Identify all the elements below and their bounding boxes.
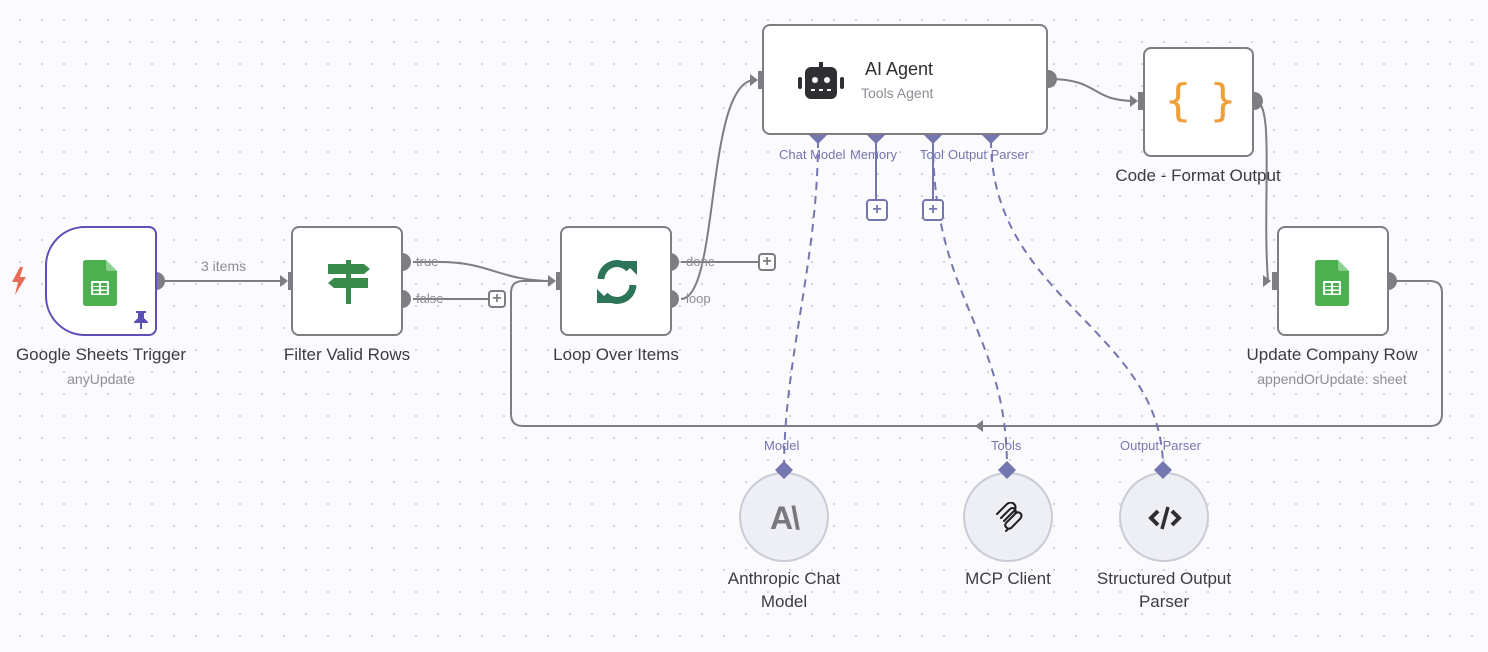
sub-port-output-parser[interactable] (1153, 460, 1173, 480)
node-title-mcp: MCP Client (965, 569, 1051, 588)
google-sheets-icon (83, 260, 117, 306)
node-title-parser-line2: Parser (1138, 592, 1190, 611)
google-sheets-icon (1315, 260, 1349, 306)
node-anthropic-chat-model[interactable]: A\ (739, 472, 829, 562)
output-label-true: true (416, 254, 439, 269)
node-title-filter: Filter Valid Rows (283, 345, 411, 364)
mcp-icon (996, 502, 1023, 532)
node-google-sheets-trigger[interactable] (45, 226, 157, 336)
node-subtitle-trigger: anyUpdate (67, 371, 135, 387)
add-tool-button[interactable]: + (922, 199, 944, 221)
ai-input-label-memory: Memory (850, 147, 897, 162)
node-title-code: Code - Format Output (1115, 166, 1281, 185)
input-handle-code[interactable] (1138, 92, 1146, 110)
ai-edge-tools[interactable] (932, 139, 1008, 469)
node-title-loop: Loop Over Items (553, 345, 679, 364)
node-structured-output-parser[interactable] (1119, 472, 1209, 562)
node-title-anthropic-line1: Anthropic Chat (727, 569, 841, 588)
sub-port-label-model: Model (764, 438, 800, 453)
sub-port-tools[interactable] (997, 460, 1017, 480)
node-loop-over-items[interactable] (560, 226, 672, 336)
code-braces-icon: { } (1164, 75, 1236, 126)
output-label-loop: loop (686, 291, 711, 306)
node-title-anthropic-line2: Model (760, 592, 808, 611)
edge-loop-agent[interactable] (680, 79, 756, 300)
node-ai-agent[interactable]: AI Agent Tools Agent (762, 24, 1048, 135)
node-mcp-client[interactable] (963, 472, 1053, 562)
edge-agent-code[interactable] (1048, 78, 1136, 102)
ai-input-label-output-parser: Output Parser (948, 147, 1029, 162)
edge-arrow (1130, 95, 1138, 107)
edge-arrow (975, 420, 983, 432)
pin-icon (134, 311, 148, 329)
node-subtitle-agent: Tools Agent (861, 85, 934, 101)
ai-edge-parser[interactable] (990, 139, 1164, 469)
sub-port-label-tools: Tools (991, 438, 1022, 453)
node-update-company-row[interactable] (1277, 226, 1389, 336)
signpost-icon (328, 260, 370, 304)
trigger-bolt-icon (12, 267, 26, 295)
edge-arrow (750, 74, 758, 86)
code-tag-icon (1148, 506, 1182, 530)
refresh-icon (597, 260, 637, 304)
node-code-format-output[interactable]: { } (1143, 47, 1254, 157)
node-filter-valid-rows[interactable] (291, 226, 403, 336)
add-node-after-done-button[interactable]: + (758, 253, 776, 271)
sub-port-model[interactable] (774, 460, 794, 480)
edge-arrow (280, 275, 288, 287)
sub-port-label-output-parser: Output Parser (1120, 438, 1201, 453)
input-handle-update[interactable] (1272, 272, 1280, 290)
ai-input-label-tool: Tool (920, 147, 944, 162)
edge-label-items-count: 3 items (201, 258, 247, 274)
edge-arrow (1263, 275, 1271, 287)
node-title-trigger: Google Sheets Trigger (15, 345, 187, 364)
output-label-done: done (686, 254, 715, 269)
node-subtitle-update: appendOrUpdate: sheet (1257, 371, 1407, 387)
add-memory-button[interactable]: + (866, 199, 888, 221)
output-label-false: false (416, 291, 444, 306)
ai-input-label-chat-model: Chat Model (779, 147, 846, 162)
node-title-agent: AI Agent (865, 59, 934, 79)
edge-code-update[interactable] (1254, 100, 1269, 282)
node-title-parser-line1: Structured Output (1096, 569, 1232, 588)
robot-icon (798, 62, 844, 99)
ai-edge-model[interactable] (783, 139, 819, 469)
add-node-after-false-button[interactable]: + (488, 290, 506, 308)
edge-arrow (548, 275, 556, 287)
node-title-update: Update Company Row (1246, 345, 1418, 364)
anthropic-icon: A\ (770, 500, 800, 536)
